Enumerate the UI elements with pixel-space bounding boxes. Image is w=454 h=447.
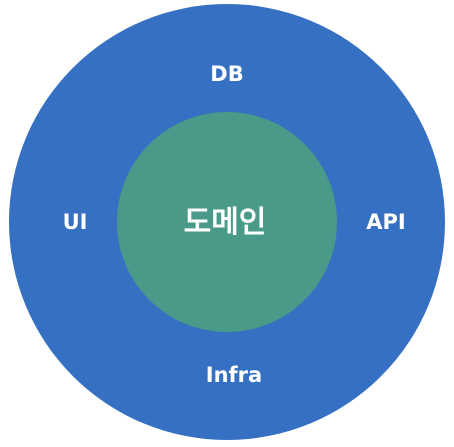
db-label: DB: [210, 62, 243, 86]
infra-label: Infra: [206, 363, 262, 387]
domain-label: 도메인: [184, 205, 267, 240]
api-label: API: [366, 210, 405, 234]
domain-core-circle: [117, 112, 337, 332]
ui-label: UI: [63, 210, 88, 234]
